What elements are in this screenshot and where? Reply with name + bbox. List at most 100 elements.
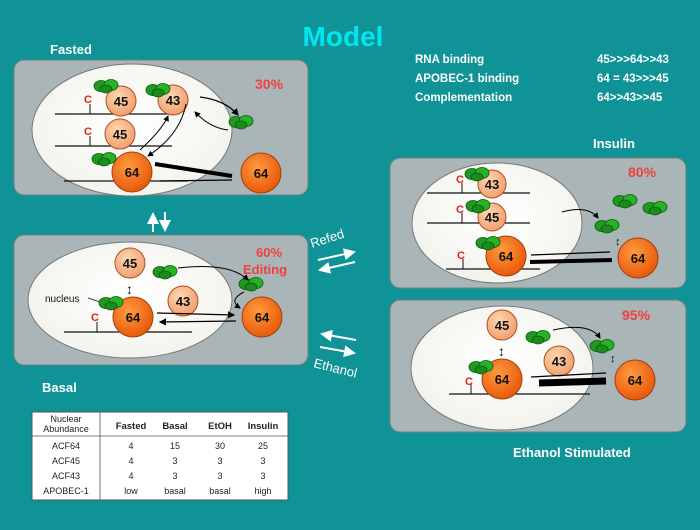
acf64-protein — [240, 152, 282, 194]
table-cell: 4 — [128, 441, 133, 451]
acf43-label: 43 — [166, 93, 180, 108]
fasted-import-arrow — [159, 179, 233, 182]
curved-arrow — [199, 96, 239, 116]
refed-label: Refed — [308, 226, 346, 251]
acf45-protein — [104, 118, 136, 150]
basal-label: Basal — [42, 380, 77, 395]
info-rna-binding-label: RNA binding — [415, 54, 484, 66]
acf45-label: 45 — [123, 256, 137, 271]
fasted-basal-transition — [147, 212, 171, 232]
acf64-label: 64 — [125, 165, 140, 180]
table-cell: 3 — [172, 471, 177, 481]
acf64-protein — [112, 296, 154, 338]
acf64-protein — [617, 237, 659, 279]
column-header: Fasted — [116, 421, 147, 432]
acf43-label: 43 — [552, 354, 566, 369]
insulin-percent: 80% — [628, 164, 657, 180]
nuclear-abundance-table: Nuclear Abundance Fasted Basal EtOH Insu… — [31, 411, 289, 501]
table-header: Abundance — [43, 424, 89, 434]
acf64-label: 64 — [631, 251, 646, 266]
fasted-content: C C 45 43 45 64 64 — [55, 79, 282, 194]
curved-arrow — [552, 326, 601, 339]
table-cell: 4 — [128, 471, 133, 481]
column-header: EtOH — [208, 421, 232, 432]
c-mark: C — [456, 204, 464, 216]
table-cell: 3 — [217, 471, 222, 481]
acf45-label: 45 — [495, 318, 509, 333]
curved-arrow — [139, 115, 169, 151]
acf45-protein — [105, 85, 137, 117]
info-rna-binding-value: 45>>>64>>43 — [597, 54, 669, 66]
curved-arrow — [234, 291, 245, 309]
interaction-arrow: ↕ — [615, 236, 621, 248]
nucleus-label: nucleus — [45, 294, 79, 305]
ethanol-transition: Ethanol — [312, 329, 359, 381]
basal-import-arrow — [158, 318, 237, 326]
acf43-label: 43 — [176, 294, 190, 309]
acf45-protein — [114, 247, 146, 279]
basal-content: nucleus C 45 ↕ 64 43 64 — [45, 247, 283, 338]
info-complementation-value: 64>>43>>45 — [597, 92, 663, 104]
fasted-label: Fasted — [50, 42, 92, 57]
curved-arrow — [177, 266, 249, 281]
c-mark: C — [465, 376, 473, 388]
basal-percent: 60% — [256, 245, 282, 260]
ethanol-stimulated-label: Ethanol Stimulated — [513, 445, 631, 460]
page-title: Model — [303, 21, 384, 52]
table-cell: basal — [209, 486, 231, 496]
acf64-label: 64 — [126, 310, 141, 325]
table-cell: 3 — [260, 456, 265, 466]
curved-arrow — [147, 103, 187, 157]
table-cell: 3 — [260, 471, 265, 481]
acf45-label: 45 — [485, 210, 499, 225]
acf45-protein — [486, 309, 518, 341]
interaction-arrow: ↕ — [498, 343, 505, 359]
table-cell: 3 — [172, 456, 177, 466]
c-mark: C — [84, 94, 92, 106]
fasted-percent: 30% — [255, 76, 284, 92]
acf43-protein — [167, 285, 199, 317]
row-name: APOBEC-1 — [43, 486, 89, 496]
acf45-label: 45 — [114, 94, 128, 109]
table-cell: 15 — [170, 441, 180, 451]
table-cell: high — [254, 486, 271, 496]
table-cell: 4 — [128, 456, 133, 466]
acf64-protein — [111, 151, 153, 193]
ethanol-percent: 95% — [622, 307, 651, 323]
ethanol-export-arrow — [530, 372, 607, 378]
ethanol-label: Ethanol — [312, 355, 359, 380]
insulin-content: C C C 43 45 64 64 ↕ — [427, 167, 668, 279]
column-header: Insulin — [248, 421, 279, 432]
info-apobec-binding-label: APOBEC-1 binding — [415, 73, 519, 85]
row-name: ACF64 — [52, 441, 80, 451]
column-header: Basal — [162, 421, 187, 432]
table-cell: 25 — [258, 441, 268, 451]
refed-transition: Refed — [308, 226, 356, 274]
table-cell: low — [124, 486, 138, 496]
insulin-export-arrow — [530, 251, 611, 256]
row-name: ACF43 — [52, 471, 80, 481]
ethanol-content: C 45 ↕ 64 43 64 ↕ — [449, 309, 656, 401]
c-mark: C — [84, 126, 92, 138]
table-cell: basal — [164, 486, 186, 496]
acf64-protein — [614, 359, 656, 401]
ethanol-import-arrow — [538, 377, 607, 387]
acf64-label: 64 — [499, 249, 514, 264]
interaction-arrow: ↕ — [126, 281, 133, 297]
curved-arrow — [194, 111, 229, 131]
curved-arrow — [561, 209, 599, 219]
acf64-label: 64 — [628, 373, 643, 388]
basal-export-arrow — [156, 311, 236, 319]
table-cell: 3 — [217, 456, 222, 466]
info-apobec-binding-value: 64 = 43>>>45 — [597, 73, 669, 85]
table-cell: 30 — [215, 441, 225, 451]
acf43-label: 43 — [485, 177, 499, 192]
c-mark: C — [91, 312, 99, 324]
interaction-arrow: ↕ — [610, 353, 616, 365]
insulin-import-arrow — [529, 258, 613, 264]
c-mark: C — [457, 250, 465, 262]
acf45-label: 45 — [113, 127, 127, 142]
acf64-protein — [241, 296, 283, 338]
acf64-label: 64 — [255, 310, 270, 325]
